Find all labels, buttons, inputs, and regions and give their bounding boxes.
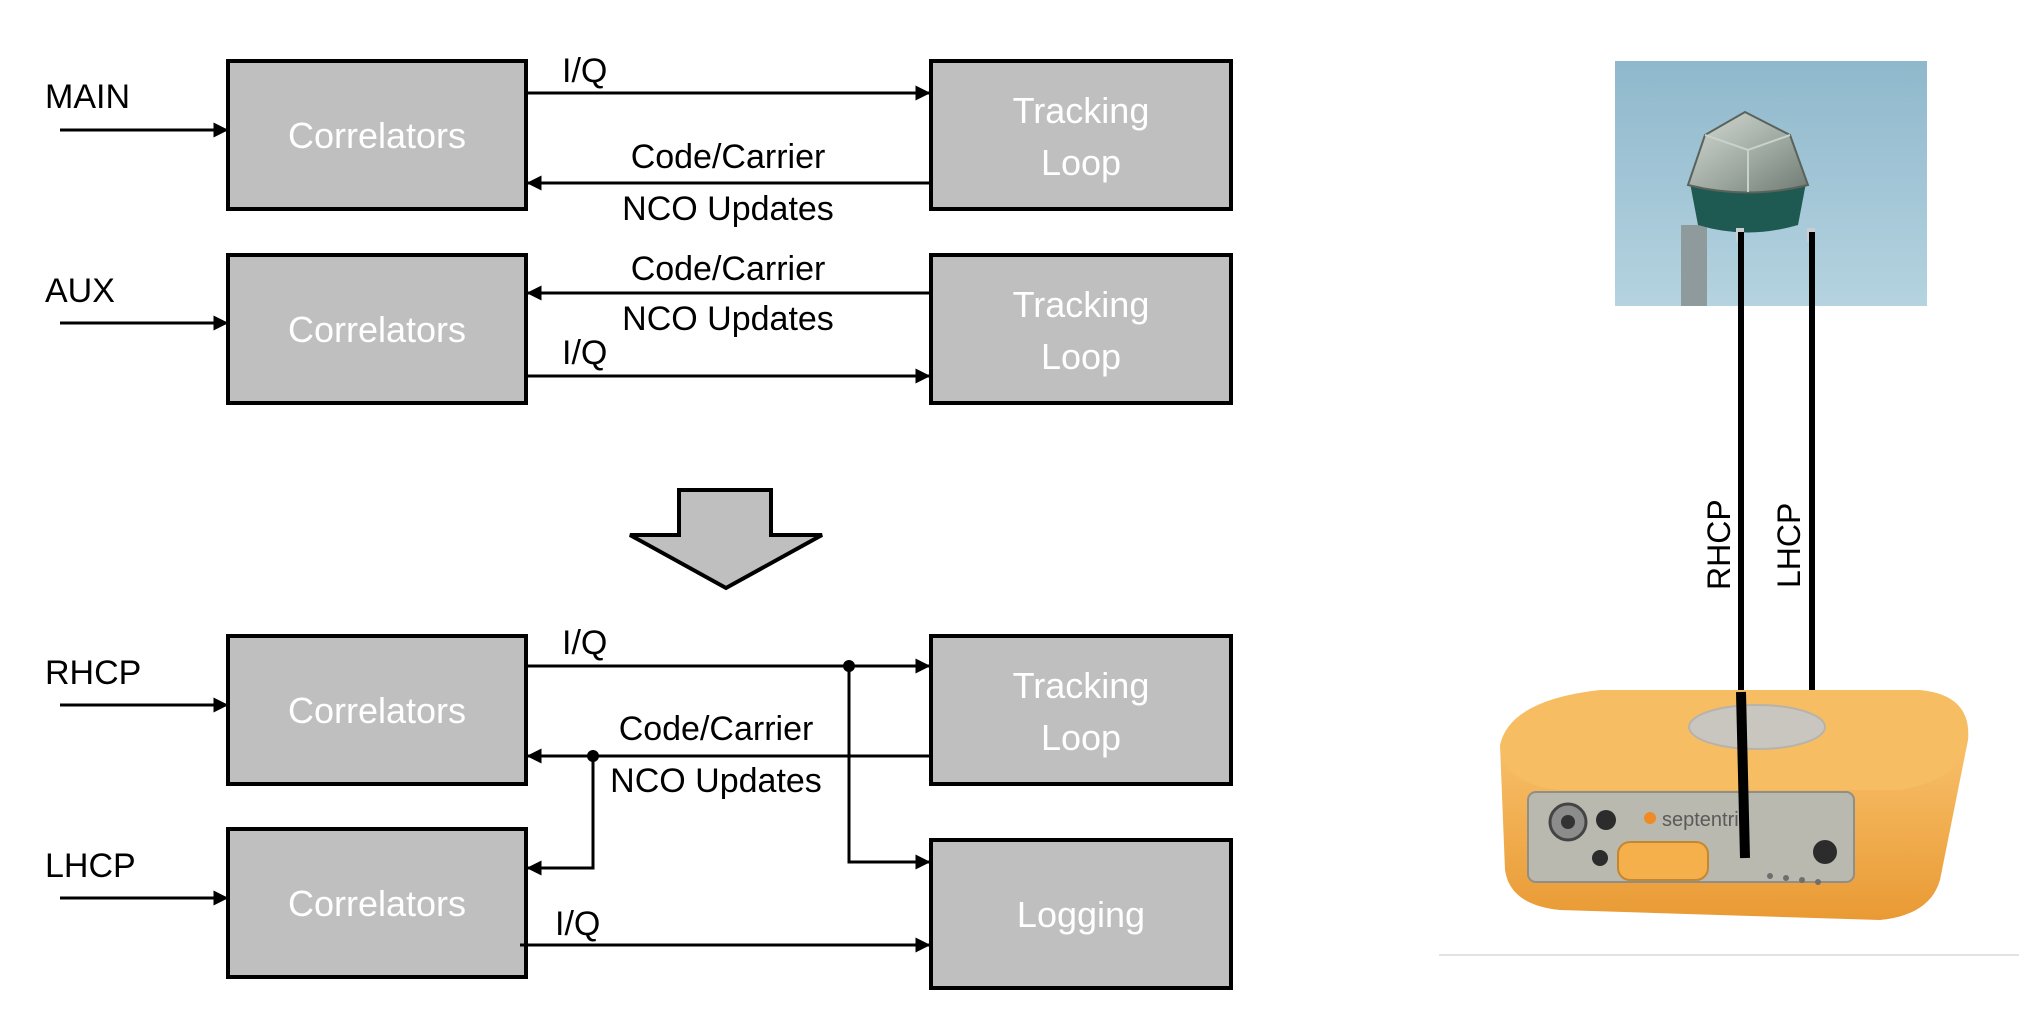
rhcp-cable-label: RHCP: [1701, 499, 1737, 590]
tracking-aux-block: [929, 253, 1233, 405]
receiver-top-logo: [1688, 704, 1826, 750]
tracking-main-label-line2: Loop: [1041, 142, 1121, 183]
receiver-port-3: [1813, 840, 1837, 864]
transition-down-arrow: [629, 488, 823, 591]
top-main-chain: MAIN Correlators Tracking Loop I/Q Code/…: [45, 52, 1233, 228]
main-input-label: MAIN: [45, 78, 130, 116]
receiver-card-slot: [1617, 841, 1709, 881]
tracking-aux-label-line2: Loop: [1041, 336, 1121, 377]
tracking-block: [929, 634, 1233, 786]
correlators-lhcp-label: Correlators: [288, 883, 466, 924]
tracking-label-line1: Tracking: [1013, 665, 1150, 706]
aux-input-label: AUX: [45, 272, 115, 310]
nco-aux-label-line2: NCO Updates: [622, 300, 834, 338]
iq-main-label: I/Q: [562, 52, 607, 90]
receiver-photo: septentrio: [1439, 690, 2019, 956]
tracking-main-block: [929, 59, 1233, 211]
antenna-photo: [1615, 61, 1927, 306]
antenna-dome-facet: [1704, 134, 1791, 192]
lhcp-input-label: LHCP: [45, 847, 136, 885]
top-aux-chain: AUX Correlators Tracking Loop Code/Carri…: [45, 250, 1233, 405]
receiver-led-row-2: [1783, 875, 1789, 881]
nco-label-line1: Code/Carrier: [619, 710, 814, 748]
correlators-main-block: [226, 59, 528, 211]
correlators-aux-label: Correlators: [288, 309, 466, 350]
iq-lhcp-label: I/Q: [555, 905, 600, 943]
iq-aux-label: I/Q: [562, 334, 607, 372]
logging-label: Logging: [1017, 894, 1145, 935]
tracking-label-line2: Loop: [1041, 717, 1121, 758]
receiver-port-2: [1592, 850, 1608, 866]
receiver-antenna-stub: [1736, 691, 1750, 859]
lhcp-cable-label: LHCP: [1771, 503, 1807, 588]
logging-block: [929, 838, 1233, 990]
correlators-lhcp-block: [226, 827, 528, 979]
receiver-tnc-connector-inner: [1561, 815, 1575, 829]
receiver-logo-mark: [1644, 812, 1656, 824]
receiver-led-row: [1767, 873, 1773, 879]
iq-rhcp-label: I/Q: [562, 624, 607, 662]
nco-aux-label-line1: Code/Carrier: [631, 250, 826, 288]
nco-branch-to-lhcp: [526, 756, 595, 876]
correlators-main-label: Correlators: [288, 115, 466, 156]
correlators-rhcp-label: Correlators: [288, 690, 466, 731]
tracking-aux-label-line1: Tracking: [1013, 284, 1150, 325]
bottom-dual-chain: RHCP Correlators LHCP Correlators Tracki…: [45, 624, 1233, 990]
nco-main-label-line1: Code/Carrier: [631, 138, 826, 176]
tracking-main-label-line1: Tracking: [1013, 90, 1150, 131]
rhcp-input-label: RHCP: [45, 654, 141, 692]
antenna-mast: [1681, 225, 1707, 306]
receiver-led-row-3: [1799, 877, 1805, 883]
receiver-brand-label: septentrio: [1662, 809, 1750, 831]
receiver-port-1: [1596, 810, 1616, 830]
nco-label-line2: NCO Updates: [610, 762, 822, 800]
correlators-rhcp-block: [226, 634, 528, 786]
correlators-aux-block: [226, 253, 528, 405]
receiver-led-row-4: [1815, 879, 1821, 885]
iq-rhcp-branch-to-logging: [847, 666, 931, 870]
nco-main-label-line2: NCO Updates: [622, 190, 834, 228]
